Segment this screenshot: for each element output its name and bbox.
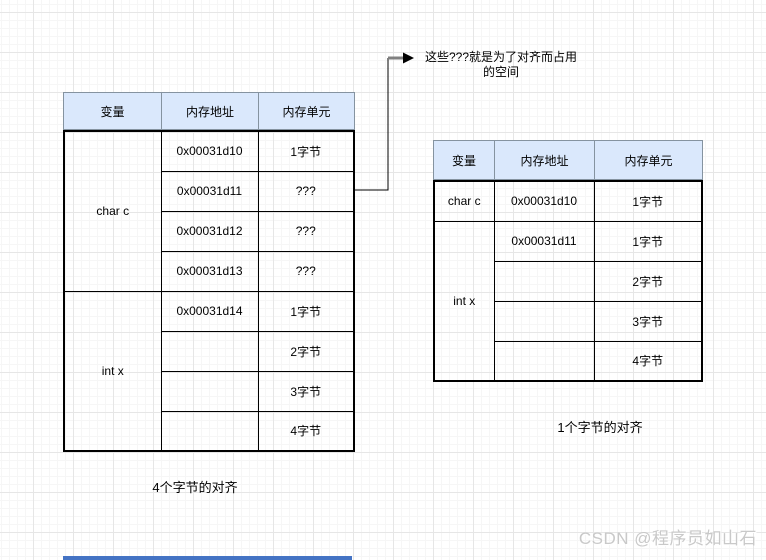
table-row: 4字节 <box>434 340 703 382</box>
address-cell <box>493 260 595 302</box>
bottom-blue-bar <box>63 556 352 560</box>
alignment-annotation: 这些???就是为了对齐而占用 的空间 <box>413 50 589 80</box>
table-row: int x 0x00031d14 1字节 <box>63 290 355 452</box>
right-alignment-table: 变量 内存地址 内存单元 char c 0x00031d10 1字节 int x… <box>433 140 703 382</box>
address-cell: 0x00031d12 <box>160 210 259 252</box>
annotation-line-2: 的空间 <box>482 65 519 79</box>
unit-cell: 1字节 <box>257 290 355 332</box>
right-table-caption: 1个字节的对齐 <box>557 420 643 435</box>
table-row: 4字节 <box>64 410 355 452</box>
left-table-header: 变量 内存地址 内存单元 <box>63 92 355 130</box>
table-row: 0x00031d11 ??? <box>64 170 355 212</box>
table-row: 0x00031d13 ??? <box>64 250 355 292</box>
unit-cell: 1字节 <box>257 130 355 172</box>
annotation-line-1: 这些???就是为了对齐而占用 <box>424 50 578 64</box>
address-cell: 0x00031d10 <box>493 180 595 222</box>
table-row: char c 0x00031d10 1字节 <box>63 130 355 292</box>
unit-cell: ??? <box>257 170 355 212</box>
header-cell-address: 内存地址 <box>161 93 258 129</box>
unit-cell: 3字节 <box>257 370 355 412</box>
right-table-header: 变量 内存地址 内存单元 <box>433 140 703 180</box>
unit-cell: 2字节 <box>257 330 355 372</box>
table-row: int x 0x00031d11 1字节 <box>433 220 703 382</box>
address-cell <box>160 410 259 452</box>
left-alignment-table: 变量 内存地址 内存单元 char c 0x00031d10 1字节 0x000… <box>63 92 355 452</box>
address-cell: 0x00031d11 <box>160 170 259 212</box>
unit-cell: 2字节 <box>593 260 703 302</box>
address-cell <box>493 340 595 382</box>
csdn-watermark: CSDN @程序员如山石 <box>578 529 757 548</box>
address-cell <box>160 330 259 372</box>
left-table-body: char c 0x00031d10 1字节 0x00031d11 ??? 0x0… <box>63 130 355 452</box>
unit-cell: 1字节 <box>593 180 703 222</box>
address-cell: 0x00031d11 <box>493 220 595 262</box>
address-cell: 0x00031d13 <box>160 250 259 292</box>
table-row: 2字节 <box>64 330 355 372</box>
table-row: 2字节 <box>434 260 703 302</box>
unit-cell: 1字节 <box>593 220 703 262</box>
table-row: char c 0x00031d10 1字节 <box>433 180 703 222</box>
variable-cell: char c <box>433 180 495 222</box>
variable-cell: int x <box>433 220 495 382</box>
unit-cell: 4字节 <box>257 410 355 452</box>
address-cell <box>493 300 595 342</box>
header-cell-variable: 变量 <box>451 153 476 168</box>
table-row: 3字节 <box>64 370 355 412</box>
unit-cell: ??? <box>257 210 355 252</box>
address-cell: 0x00031d10 <box>160 130 259 172</box>
unit-cell: ??? <box>257 250 355 292</box>
variable-cell: int x <box>63 290 162 452</box>
unit-cell: 4字节 <box>593 340 703 382</box>
header-cell-variable: 变量 <box>100 104 125 119</box>
variable-cell: char c <box>63 130 162 292</box>
address-cell <box>160 370 259 412</box>
right-table-body: char c 0x00031d10 1字节 int x 0x00031d11 1… <box>433 180 703 382</box>
header-cell-unit: 内存单元 <box>594 141 702 179</box>
unit-cell: 3字节 <box>593 300 703 342</box>
header-cell-unit: 内存单元 <box>258 93 354 129</box>
left-table-caption: 4个字节的对齐 <box>152 480 238 495</box>
header-cell-address: 内存地址 <box>494 141 594 179</box>
table-row: 3字节 <box>434 300 703 342</box>
address-cell: 0x00031d14 <box>160 290 259 332</box>
